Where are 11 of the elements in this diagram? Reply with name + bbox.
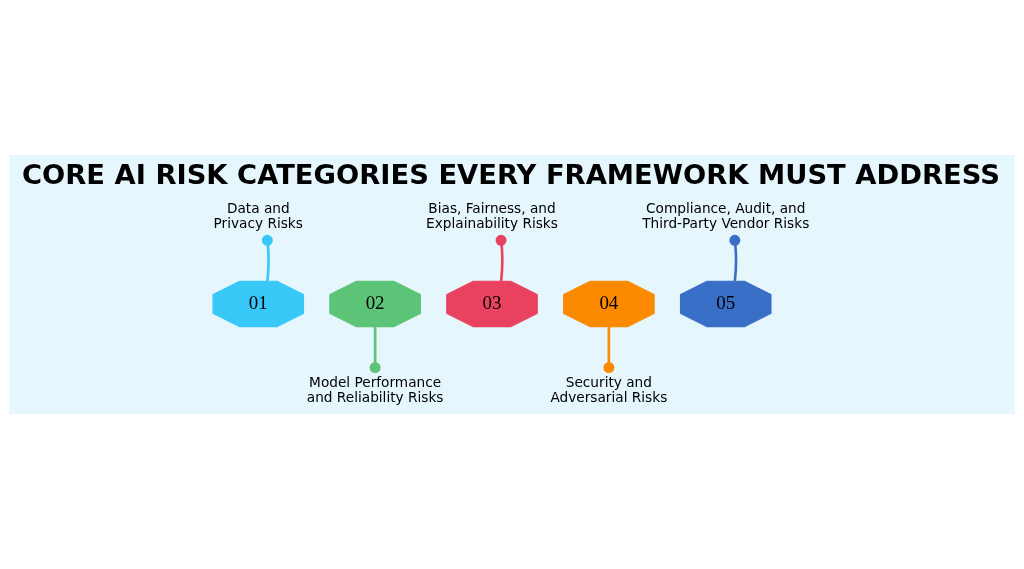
connector	[369, 326, 381, 374]
connector	[495, 234, 507, 282]
connector	[261, 234, 273, 282]
connector	[603, 326, 615, 374]
node-text: Compliance, Audit, and Third-Party Vendor Risks	[642, 200, 810, 232]
connector	[729, 234, 741, 282]
node-text: Model Performance and Reliability Risks	[306, 374, 444, 405]
node-text: Bias, Fairness, and Explainability Risks	[426, 200, 558, 232]
diagram-title: CORE AI RISK CATEGORIES EVERY FRAMEWORK MUST ADDRESS	[21, 159, 1000, 191]
node-text: Data and Privacy Risks	[213, 200, 303, 232]
node-text: Security and Adversarial Risks	[550, 374, 668, 405]
